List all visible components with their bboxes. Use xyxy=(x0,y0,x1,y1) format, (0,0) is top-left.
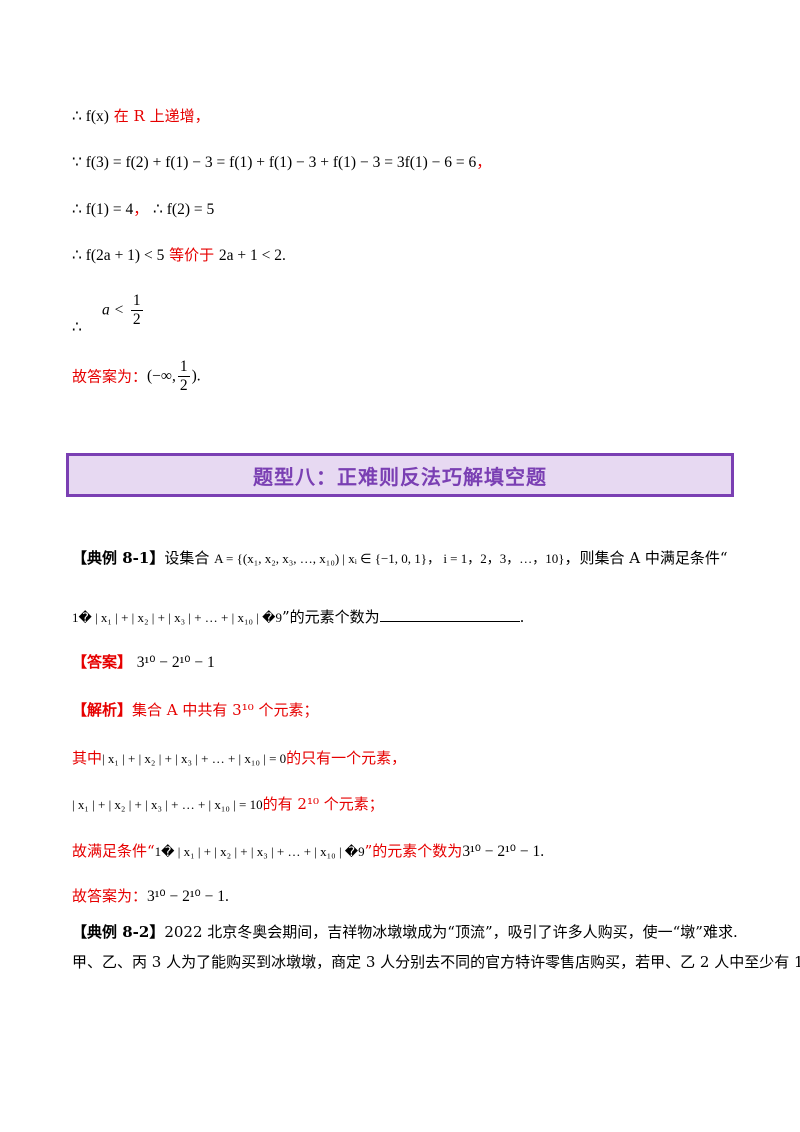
math-expression: ∴ f(2) = 5 xyxy=(153,201,215,218)
answer-8-1: 【答案】 3¹⁰ − 2¹⁰ − 1 xyxy=(72,652,215,673)
answer-label: 故答案为： xyxy=(72,887,148,905)
analysis-text: 故满足条件“ xyxy=(72,842,155,860)
math-expression: 1� | x₁ | + | x₂ | + | x₃ | + … + | x₁₀ … xyxy=(72,610,282,625)
analysis-8-1-line-1: 【解析】集合 A 中共有 3¹⁰ 个元素； xyxy=(72,700,319,720)
fraction-numerator: 1 xyxy=(177,358,190,377)
math-expression: ∴ f(x) xyxy=(72,108,109,125)
answer-value: 3¹⁰ − 2¹⁰ − 1. xyxy=(147,888,229,905)
math-expression: | x₁ | + | x₂ | + | x₃ | + … + | x₁₀ | =… xyxy=(102,751,287,766)
punctuation: . xyxy=(519,608,525,626)
fraction-denominator: 2 xyxy=(179,377,188,394)
example-text: ”的元素个数为 xyxy=(281,608,380,626)
analysis-text: 的有 2¹⁰ 个元素； xyxy=(262,795,384,813)
solution-text: 在 R 上递增， xyxy=(113,107,210,125)
solution-text: 等价于 xyxy=(169,246,215,264)
math-expression: ∴ f(1) = 4 xyxy=(72,201,134,218)
answer-value: 3¹⁰ − 2¹⁰ − 1 xyxy=(136,654,215,671)
math-expression: ∴ f(2a + 1) < 5 xyxy=(72,247,165,264)
fraction: 1 2 xyxy=(130,292,143,329)
example-8-1-condition: 1� | x₁ | + | x₂ | + | x₃ | + … + | x₁₀ … xyxy=(72,607,524,628)
example-line: 【典例 8-2】2022 北京冬奥会期间，吉祥物冰墩墩成为“顶流”，吸引了许多人… xyxy=(72,917,738,947)
math-expression: ). xyxy=(191,367,201,385)
example-text: ，则集合 A 中满足条件“ xyxy=(564,549,728,567)
fraction-denominator: 2 xyxy=(132,311,141,328)
solution-line-2: ∵ f(3) = f(2) + f(1) − 3 = f(1) + f(1) −… xyxy=(72,152,491,173)
answer-blank xyxy=(379,607,520,622)
example-tag: 【典例 8-2】 xyxy=(72,923,165,941)
inequality: a < 1 2 xyxy=(102,292,145,329)
analysis-8-1-line-3: | x₁ | + | x₂ | + | x₃ | + … + | x₁₀ | =… xyxy=(72,794,384,815)
punctuation: ， xyxy=(133,200,149,218)
analysis-8-1-answer: 故答案为：3¹⁰ − 2¹⁰ − 1. xyxy=(72,886,229,907)
analysis-label: 【解析】 xyxy=(72,701,133,719)
analysis-text: ”的元素个数为 xyxy=(364,842,463,860)
fraction-numerator: 1 xyxy=(130,292,143,311)
therefore-symbol: ∴ xyxy=(72,319,82,336)
analysis-8-1-line-2: 其中| x₁ | + | x₂ | + | x₃ | + … + | x₁₀ |… xyxy=(72,748,406,769)
example-line: 甲、乙、丙 3 人为了能购买到冰墩墩，商定 3 人分别去不同的官方特许零售店购买… xyxy=(72,947,800,977)
section-banner: 题型八：正难则反法巧解填空题 xyxy=(66,453,734,497)
analysis-text: 的只有一个元素， xyxy=(286,749,407,767)
math-expression: ∵ f(3) = f(2) + f(1) − 3 = f(1) + f(1) −… xyxy=(72,154,477,171)
math-expression: A = {(x₁, x₂, x₃, …, x₁₀) | xᵢ ∈ {−1, 0,… xyxy=(214,551,428,566)
fraction: 1 2 xyxy=(177,358,190,395)
analysis-text: 其中 xyxy=(72,749,103,767)
punctuation: ， xyxy=(476,153,492,171)
example-text: 甲、乙、丙 3 人为了能购买到冰墩墩，商定 3 人分别去不同的官方特许零售店购买… xyxy=(72,953,800,971)
answer-label: 【答案】 xyxy=(72,653,133,671)
example-text: 设集合 xyxy=(164,549,210,567)
section-title: 题型八：正难则反法巧解填空题 xyxy=(253,464,547,489)
example-8-1-statement: 【典例 8-1】设集合 A = {(x₁, x₂, x₃, …, x₁₀) | … xyxy=(72,548,728,569)
math-expression: 2a + 1 < 2. xyxy=(218,247,286,264)
answer-label: 故答案为： xyxy=(72,367,148,386)
math-expression: 3¹⁰ − 2¹⁰ − 1. xyxy=(462,843,545,860)
math-expression: ， i = 1，2，3，…，10} xyxy=(427,551,565,566)
math-expression: 1� | x₁ | + | x₂ | + | x₃ | + … + | x₁₀ … xyxy=(154,844,365,859)
solution-line-1: ∴ f(x) 在 R 上递增， xyxy=(72,106,210,127)
example-8-2-statement: 【典例 8-2】2022 北京冬奥会期间，吉祥物冰墩墩成为“顶流”，吸引了许多人… xyxy=(72,917,800,977)
math-expression: a < xyxy=(102,301,125,319)
solution-line-3: ∴ f(1) = 4， ∴ f(2) = 5 xyxy=(72,199,214,220)
solution-answer: 故答案为：(−∞, 1 2 ). xyxy=(72,358,201,402)
analysis-text: 集合 A 中共有 3¹⁰ 个元素； xyxy=(132,701,319,719)
example-text: 2022 北京冬奥会期间，吉祥物冰墩墩成为“顶流”，吸引了许多人购买，使一“墩”… xyxy=(164,923,738,941)
math-expression: (−∞, xyxy=(147,367,176,385)
math-expression: | x₁ | + | x₂ | + | x₃ | + … + | x₁₀ | =… xyxy=(72,797,263,812)
solution-line-4: ∴ f(2a + 1) < 5 等价于 2a + 1 < 2. xyxy=(72,245,286,266)
analysis-8-1-line-4: 故满足条件“1� | x₁ | + | x₂ | + | x₃ | + … + … xyxy=(72,841,544,862)
example-tag: 【典例 8-1】 xyxy=(72,549,165,567)
